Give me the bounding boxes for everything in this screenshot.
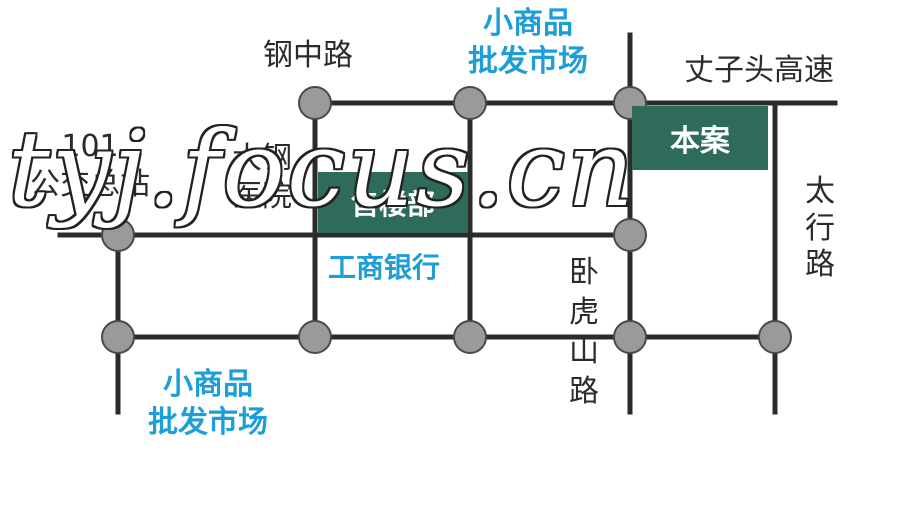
bus-station-label: 101 公交总站 [30,128,150,203]
road-label-gangzhong: 钢中路 [263,38,353,73]
project-label: 本案 [670,124,730,159]
node [453,86,487,120]
market-top-label: 小商品 批发市场 [468,5,588,80]
sales-office-label: 售楼部 [350,187,435,221]
market-bottom-line2: 批发市场 [148,404,268,440]
node [453,320,487,354]
project-block: 本案 [632,106,768,170]
watermark: tyj.focus.cn [8,108,636,230]
node [101,320,135,354]
market-top-line2: 批发市场 [468,43,588,79]
bus-station-line1: 101 [61,129,119,164]
intersections [101,86,792,354]
node [298,320,332,354]
hospital-line2: 医院 [232,178,292,214]
road-label-wohushan: 卧虎山路 [569,255,599,409]
node [613,320,647,354]
market-bottom-line1: 小商品 [163,367,253,402]
node [101,218,135,252]
market-top-line1: 小商品 [483,6,573,41]
node [758,320,792,354]
hospital-line1: 大钢 [232,141,292,176]
sales-office-block: 售楼部 [318,172,468,233]
node [298,86,332,120]
road-label-zhangzitou: 丈子头高速 [684,53,834,88]
bank-label: 工商银行 [328,251,441,284]
road-label-taihang: 太行路 [805,174,835,283]
hospital-label: 大钢 医院 [232,140,292,215]
market-bottom-label: 小商品 批发市场 [148,366,268,441]
bus-station-line2: 公交总站 [30,166,150,202]
node [613,218,647,252]
